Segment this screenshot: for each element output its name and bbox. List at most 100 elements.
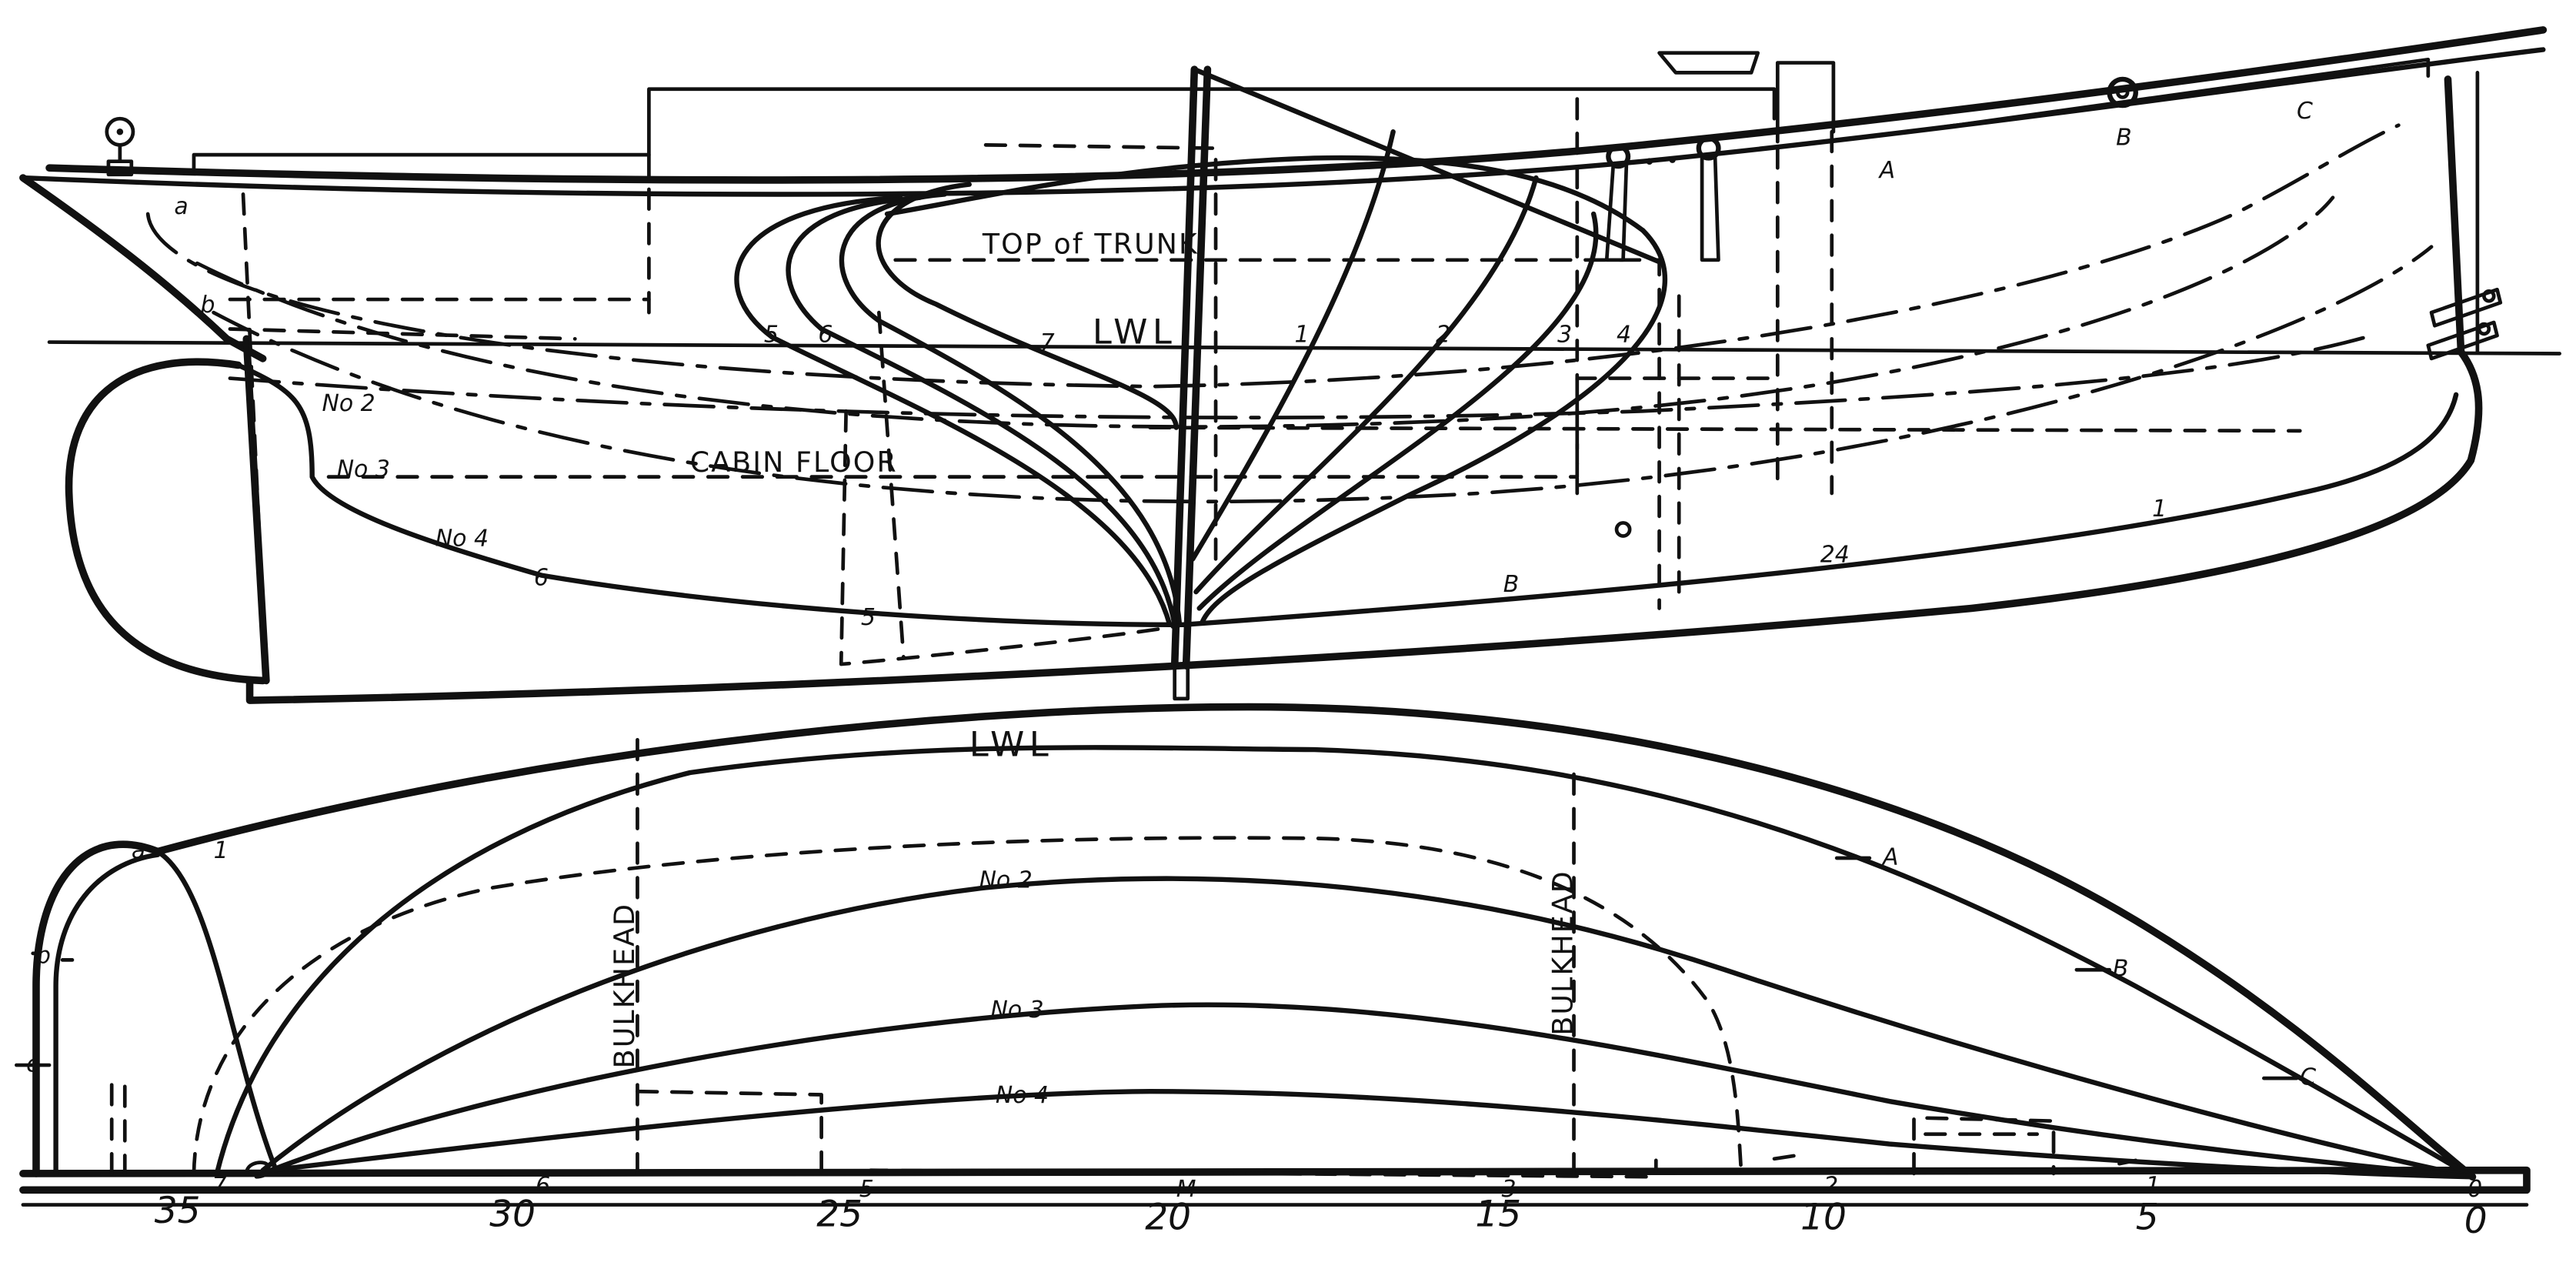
plan-cabin-dashes bbox=[636, 1089, 1658, 1179]
rudder-blade bbox=[65, 358, 267, 685]
cabin-floor-label: CABIN FLOOR bbox=[690, 446, 898, 479]
plan-small-dashes bbox=[1772, 1152, 2138, 1166]
buttock-label-2: No 2 bbox=[322, 390, 375, 417]
plan-wl-no3-label: No 3 bbox=[991, 997, 1044, 1024]
plan-dashed-outline bbox=[192, 836, 1743, 1176]
rabbet-line bbox=[1180, 392, 2459, 628]
station-number-0: 0 bbox=[2468, 1176, 2482, 1203]
baseline-number-10: 10 bbox=[1800, 1197, 1847, 1239]
station-number-6: 6 bbox=[536, 1173, 550, 1200]
station-label-1: 1 bbox=[1295, 322, 1310, 349]
diagonal-ticks bbox=[15, 856, 2299, 1080]
baseline-number-0: 0 bbox=[2464, 1200, 2488, 1242]
profile-mark-a: a bbox=[174, 193, 188, 220]
section-aft-upper bbox=[876, 182, 1180, 430]
diagonal-b bbox=[195, 195, 2335, 429]
lwl-reference-line bbox=[47, 340, 2561, 356]
baseline-number-35: 35 bbox=[155, 1190, 201, 1232]
section-6 bbox=[786, 195, 1177, 628]
interior-dashes bbox=[1677, 129, 1834, 607]
body-plan-top bbox=[884, 155, 1646, 233]
station-scale: 7 6 5 M 3 2 1 0 35 30 25 20 15 10 5 0 bbox=[155, 1173, 2488, 1242]
rudder-stock bbox=[242, 335, 270, 685]
plan-mark-1: 1 bbox=[214, 837, 229, 864]
bow-fitting bbox=[2107, 76, 2138, 109]
profile-mark-A: A bbox=[1878, 157, 1895, 184]
station-number-M: M bbox=[1176, 1176, 1196, 1203]
baseline-number-15: 15 bbox=[1475, 1193, 1521, 1235]
station-number-3: 3 bbox=[1502, 1176, 1517, 1203]
station-number-5: 5 bbox=[859, 1176, 874, 1203]
port-light bbox=[1614, 521, 1632, 538]
plan-sheer-outline bbox=[154, 703, 2477, 1181]
plan-wl-no2-label: No 2 bbox=[979, 867, 1033, 893]
buttock-label-3: No 3 bbox=[337, 456, 390, 483]
plan-misc-dashes bbox=[109, 1083, 2056, 1176]
coaming-fwd bbox=[1907, 57, 2431, 134]
trunk-dashes bbox=[839, 142, 1661, 666]
plan-mark-A: A bbox=[1881, 844, 1898, 871]
skeg-fitting bbox=[244, 1160, 271, 1179]
counter-stern bbox=[19, 174, 267, 362]
centerboard-trunk bbox=[1170, 65, 1212, 670]
baseline-number-5: 5 bbox=[2136, 1197, 2159, 1239]
top-of-trunk-label: TOP of TRUNK bbox=[982, 227, 1199, 260]
buttock-label-4: No 4 bbox=[435, 525, 489, 552]
station-label-3: 3 bbox=[1557, 322, 1572, 349]
section-4 bbox=[1200, 228, 1667, 624]
transom-outer bbox=[32, 840, 162, 1177]
profile-mark-6: 6 bbox=[534, 565, 549, 592]
station-number-1: 1 bbox=[2146, 1173, 2161, 1200]
cabin-floor-dash bbox=[326, 376, 2302, 479]
plan-mark-a: a bbox=[132, 837, 145, 864]
plan-mark-C: C bbox=[2300, 1064, 2316, 1091]
plan-lwl bbox=[214, 745, 2475, 1180]
station-label-2: 2 bbox=[1436, 322, 1450, 349]
plan-wl-no4-label: No 4 bbox=[996, 1082, 1049, 1109]
station-label-4: 4 bbox=[1617, 322, 1631, 349]
station-label-6: 6 bbox=[818, 322, 833, 349]
half-breadth-plan: LWL No 2 No 3 No 4 BULKHEAD BULKHEAD A B… bbox=[15, 703, 2531, 1207]
station-label-5: 5 bbox=[764, 322, 779, 349]
keel-and-stem bbox=[245, 75, 2483, 704]
stack-cowl bbox=[1657, 51, 1760, 75]
plan-bulkhead-aft-label: BULKHEAD bbox=[608, 903, 641, 1069]
plan-waterline-no2 bbox=[260, 876, 2475, 1180]
plan-lwl-label: LWL bbox=[969, 724, 1053, 765]
profile-mark-1: 1 bbox=[2152, 496, 2167, 523]
profile-view: TOP of TRUNK LWL CABIN FLOOR No 2 No 3 N… bbox=[19, 26, 2561, 704]
baseline-number-20: 20 bbox=[1145, 1197, 1191, 1239]
transom-inner bbox=[53, 852, 161, 1177]
deck-line bbox=[20, 47, 2546, 197]
station-label-7: 7 bbox=[1040, 329, 1055, 356]
section-3 bbox=[1196, 211, 1599, 611]
plan-waterline-no3 bbox=[269, 1002, 2475, 1180]
station-number-2: 2 bbox=[1824, 1173, 1838, 1200]
coaming-aft bbox=[192, 152, 651, 170]
cleat-aft bbox=[105, 116, 135, 177]
plan-mark-B: B bbox=[2113, 956, 2129, 983]
section-7 bbox=[839, 192, 1183, 628]
plan-centerline bbox=[19, 1166, 2531, 1194]
baseline-number-30: 30 bbox=[489, 1193, 536, 1235]
station-number-7: 7 bbox=[212, 1173, 226, 1200]
rudder-post-dash bbox=[241, 192, 269, 680]
profile-mark-B: B bbox=[2116, 124, 2132, 151]
diagonal-a bbox=[145, 123, 2401, 389]
baseline-number-25: 25 bbox=[816, 1193, 863, 1235]
plan-bulkhead-fwd-label: BULKHEAD bbox=[1546, 870, 1579, 1036]
plan-mark-c: c bbox=[26, 1051, 39, 1078]
profile-mark-C: C bbox=[2297, 98, 2313, 125]
chock-pair bbox=[1604, 135, 1721, 262]
profile-mark-5: 5 bbox=[861, 604, 876, 631]
plan-bulkhead-dashes bbox=[636, 730, 1576, 1176]
profile-lwl-label: LWL bbox=[1093, 312, 1176, 352]
sheer-line bbox=[45, 26, 2548, 184]
section-2 bbox=[1193, 175, 1539, 595]
cabin-trunk bbox=[647, 87, 1777, 183]
mast-stump bbox=[1775, 61, 1836, 144]
buttock-aft bbox=[235, 362, 1186, 628]
profile-mark-b: b bbox=[200, 292, 215, 319]
